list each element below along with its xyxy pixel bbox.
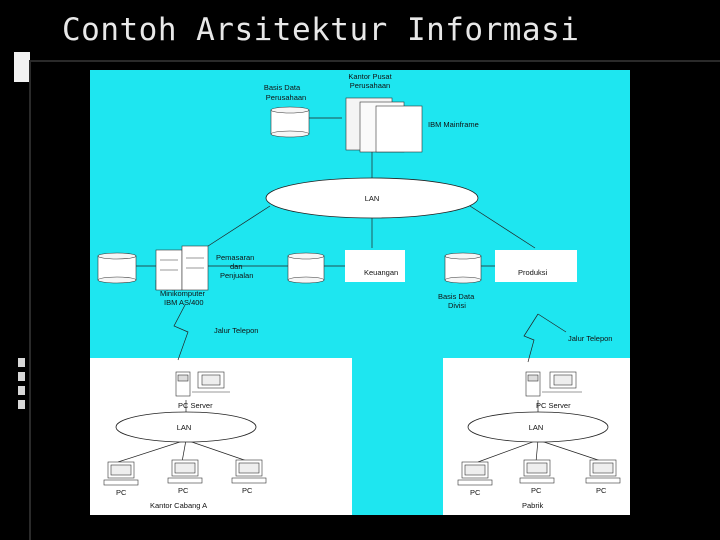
main-lan-ring [265, 177, 479, 219]
phone-line-right-label: Jalur Telepon [568, 334, 612, 343]
slide-title: Contoh Arsitektur Informasi [62, 12, 580, 48]
branch-a-server-icon [175, 371, 230, 397]
factory-pc-1: PC [470, 488, 481, 497]
company-db-label-1: Basis Data [264, 83, 301, 92]
mainframe-label: IBM Mainframe [428, 120, 479, 129]
factory-server-label: PC Server [536, 401, 571, 410]
frame-line-vertical [29, 60, 31, 540]
hq-label-1: Kantor Pusat [348, 72, 392, 81]
bullet-marker-small [18, 372, 25, 381]
factory-server-icon [525, 371, 582, 397]
minicomputer-icon [155, 245, 209, 291]
production-box [495, 250, 577, 282]
hq-label-2: Perusahaan [350, 81, 390, 90]
branch-a-pc-1: PC [116, 488, 127, 497]
bullet-marker-small [18, 358, 25, 367]
mainframe-icon [345, 97, 423, 153]
branch-a-pc-icons [103, 459, 267, 486]
frame-line-horizontal [29, 60, 720, 62]
bullet-marker-large [14, 52, 30, 82]
branch-a-pc-2: PC [178, 486, 189, 495]
bullet-marker-small [18, 400, 25, 409]
division-db-label-2: Divisi [448, 301, 466, 310]
division-database-icon [444, 252, 482, 284]
factory-pc-2: PC [531, 486, 542, 495]
factory-caption: Pabrik [522, 501, 544, 510]
marketing-database-icon [97, 252, 137, 284]
finance-database-icon [287, 252, 325, 284]
company-db-label-2: Perusahaan [266, 93, 306, 102]
branch-a-server-label: PC Server [178, 401, 213, 410]
division-db-label-1: Basis Data [438, 292, 475, 301]
branch-a-lan-label: LAN [177, 423, 192, 432]
architecture-diagram: Basis Data Perusahaan Kantor Pusat Perus… [90, 70, 630, 515]
branch-a-lan-ring [115, 411, 257, 443]
minicomputer-label-2: IBM AS/400 [164, 298, 204, 307]
production-label: Produksi [518, 268, 548, 277]
main-lan-label: LAN [365, 194, 380, 203]
bullet-marker-small [18, 386, 25, 395]
branch-a-pc-3: PC [242, 486, 253, 495]
factory-lan-label: LAN [529, 423, 544, 432]
factory-pc-icons [457, 459, 621, 486]
marketing-label-2: dan [230, 262, 243, 271]
marketing-label-3: Penjualan [220, 271, 253, 280]
phone-line-left-label: Jalur Telepon [214, 326, 258, 335]
finance-box [345, 250, 405, 282]
branch-a-caption: Kantor Cabang A [150, 501, 207, 510]
marketing-label-1: Pemasaran [216, 253, 254, 262]
factory-pc-3: PC [596, 486, 607, 495]
finance-label: Keuangan [364, 268, 398, 277]
factory-lan-ring [467, 411, 609, 443]
company-database-icon [270, 106, 310, 138]
minicomputer-label-1: Minikomputer [160, 289, 206, 298]
